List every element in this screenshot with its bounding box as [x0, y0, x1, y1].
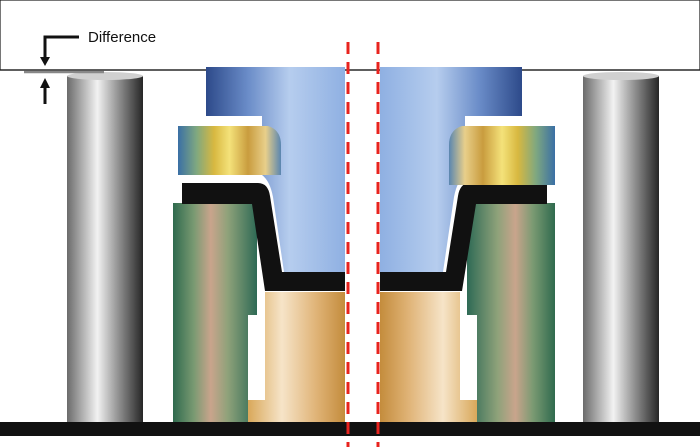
lower-base-plate [0, 422, 700, 436]
right-guide-pillar [583, 72, 659, 422]
difference-label: Difference [88, 29, 156, 46]
left-core-insert [248, 292, 345, 422]
right-stripper-ring [449, 126, 555, 185]
right-core-insert [380, 292, 477, 422]
right-die-block [467, 203, 555, 422]
difference-annotation: Difference [24, 29, 156, 104]
left-guide-pillar [67, 72, 143, 422]
left-die-block [173, 203, 257, 422]
right-formed-sheet [380, 183, 547, 291]
left-stripper-ring [178, 126, 281, 175]
left-formed-sheet [182, 183, 345, 291]
